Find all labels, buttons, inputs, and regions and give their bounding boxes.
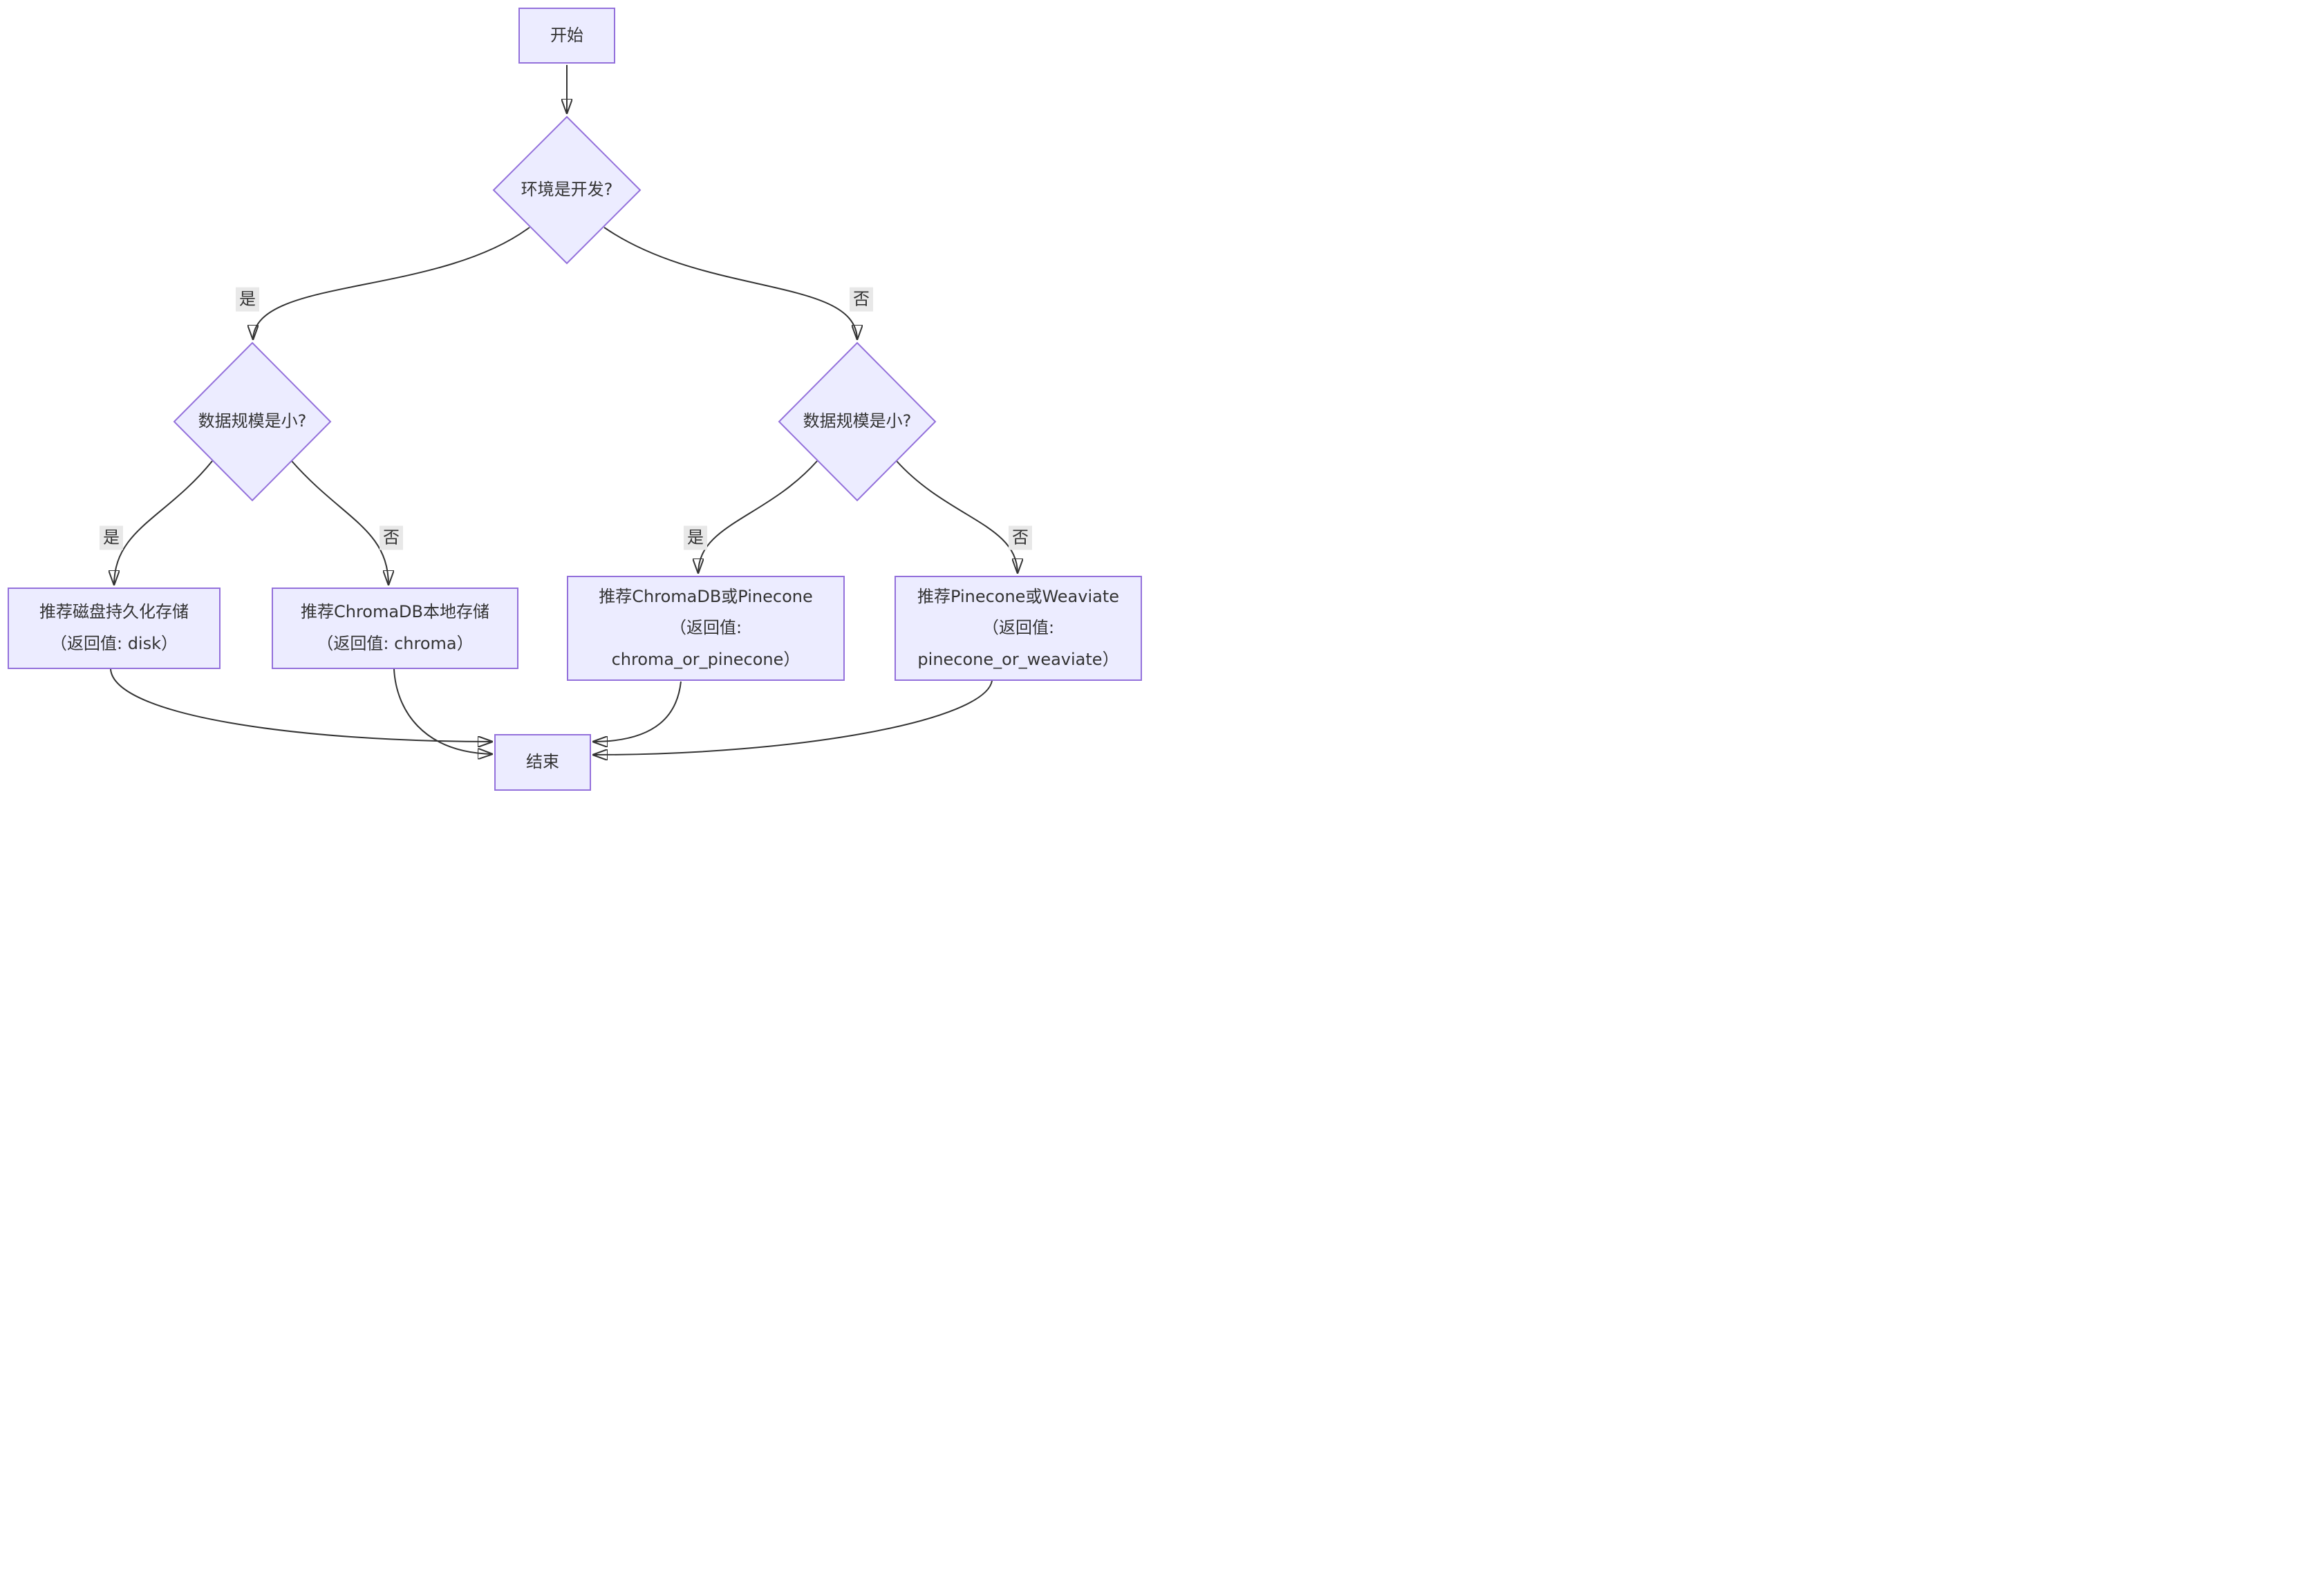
node-result-chroma-or-pinecone-line2: （返回值:: [669, 618, 742, 638]
edge-scale-prod-no: [896, 460, 1018, 574]
node-result-chroma-or-pinecone-line3: chroma_or_pinecone）: [611, 649, 800, 669]
node-end-label: 结束: [526, 752, 559, 772]
edge-chroma-or-pinecone-to-end: [592, 681, 682, 742]
node-result-chroma-or-pinecone: 推荐ChromaDB或Pinecone （返回值: chroma_or_pine…: [567, 576, 845, 681]
edge-pinecone-or-weaviate-to-end: [592, 680, 993, 755]
node-result-pinecone-or-weaviate-line3: pinecone_or_weaviate）: [917, 649, 1119, 669]
node-start-label: 开始: [550, 25, 583, 45]
node-decision-env-label: 环境是开发?: [521, 180, 613, 200]
node-result-chroma-line2: （返回值: chroma）: [317, 634, 474, 653]
node-result-chroma-line1: 推荐ChromaDB本地存储: [300, 602, 490, 622]
node-result-pinecone-or-weaviate-line2: （返回值:: [982, 618, 1055, 638]
edge-disk-to-end: [110, 668, 493, 742]
edge-scale-prod-yes: [698, 460, 818, 574]
edge-scale-dev-no: [291, 460, 388, 585]
edge-label-env-no: 否: [850, 287, 873, 312]
node-start: 开始: [518, 8, 615, 64]
edge-label-scale-dev-no: 否: [380, 525, 403, 550]
node-result-disk-line2: （返回值: disk）: [50, 634, 178, 653]
flowchart: 开始 环境是开发? 数据规模是小? 数据规模是小? 推荐磁盘持久化存储 （返回值…: [0, 0, 1161, 798]
diamond-shape: [492, 115, 642, 265]
edge-scale-dev-yes: [114, 460, 213, 585]
node-decision-scale-prod: 数据规模是小?: [778, 341, 937, 502]
node-decision-scale-prod-label: 数据规模是小?: [803, 411, 912, 431]
node-end: 结束: [494, 734, 591, 791]
node-decision-scale-dev: 数据规模是小?: [173, 341, 332, 502]
edge-label-scale-prod-yes: 是: [684, 525, 707, 550]
edges-layer: [0, 65, 1161, 798]
node-decision-env: 环境是开发?: [492, 115, 642, 265]
node-decision-scale-dev-label: 数据规模是小?: [198, 411, 307, 431]
edge-label-env-yes: 是: [236, 287, 259, 312]
diamond-shape: [778, 341, 937, 502]
node-result-pinecone-or-weaviate: 推荐Pinecone或Weaviate （返回值: pinecone_or_we…: [895, 576, 1142, 681]
diamond-shape: [173, 341, 332, 502]
edge-label-scale-dev-yes: 是: [100, 525, 123, 550]
node-result-disk: 推荐磁盘持久化存储 （返回值: disk）: [8, 588, 221, 669]
node-result-chroma: 推荐ChromaDB本地存储 （返回值: chroma）: [272, 588, 518, 669]
edge-chroma-to-end: [393, 668, 493, 754]
node-result-disk-line1: 推荐磁盘持久化存储: [39, 602, 189, 622]
edge-decision-env-yes: [253, 227, 530, 340]
edge-decision-env-no: [603, 227, 857, 340]
node-result-chroma-or-pinecone-line1: 推荐ChromaDB或Pinecone: [599, 586, 813, 606]
edge-label-scale-prod-no: 否: [1009, 525, 1032, 550]
node-result-pinecone-or-weaviate-line1: 推荐Pinecone或Weaviate: [917, 586, 1119, 606]
